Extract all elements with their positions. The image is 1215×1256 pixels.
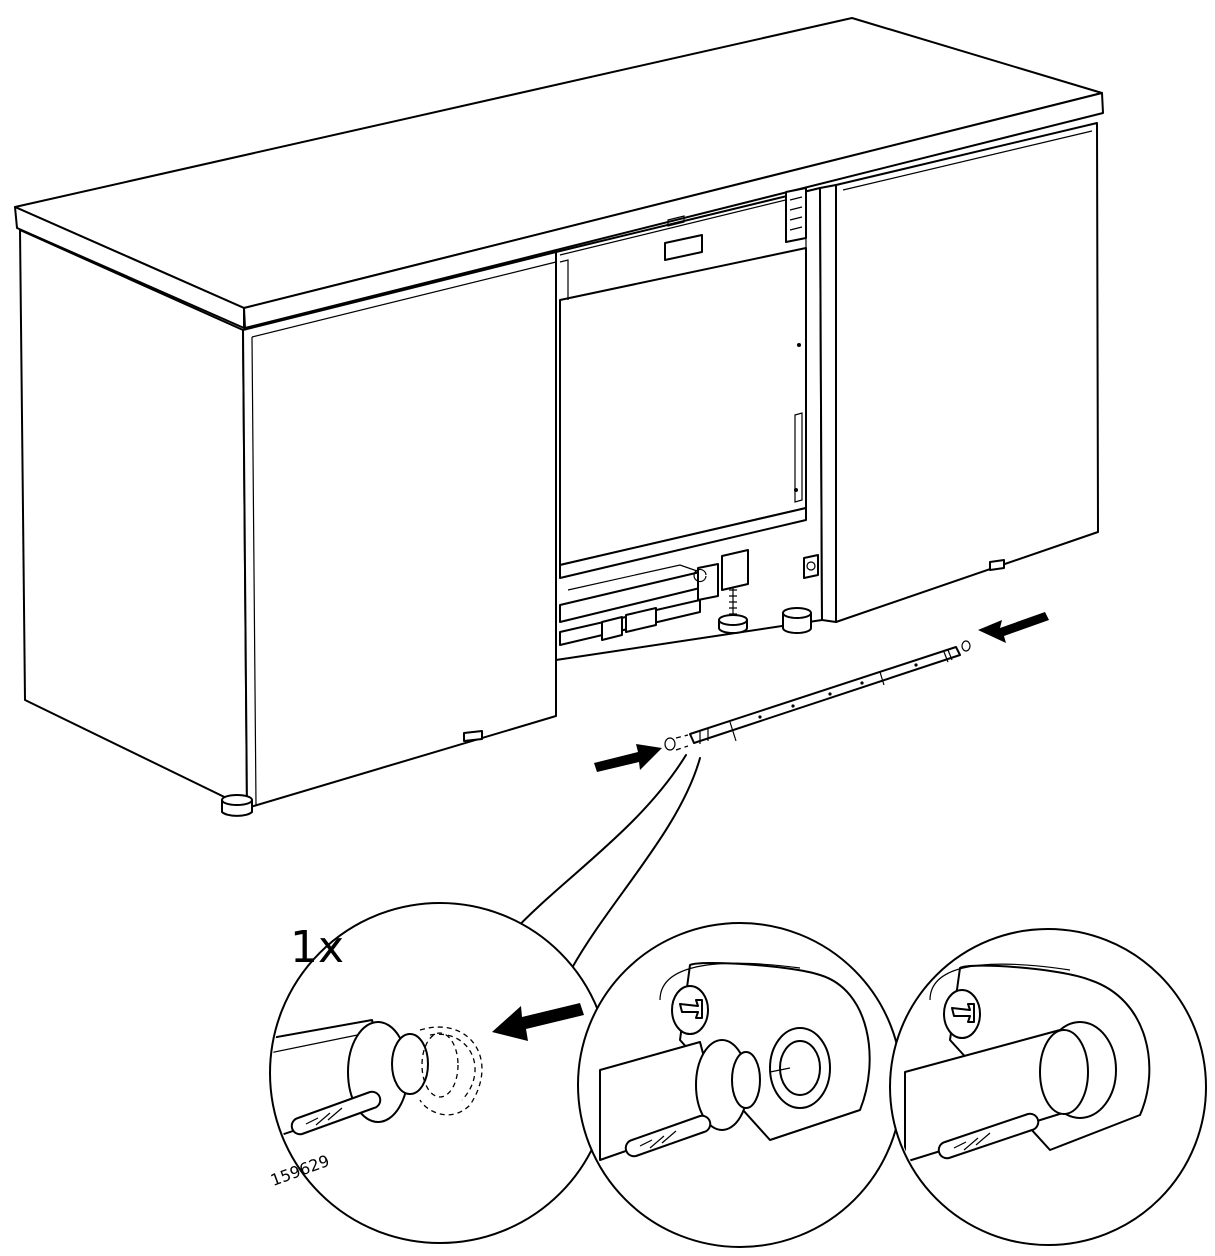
right-foot xyxy=(782,607,812,634)
quantity-label: 1x xyxy=(290,922,345,973)
push-arrow-left-end-icon xyxy=(594,744,662,772)
dishwasher-opening xyxy=(555,187,823,661)
left-foot xyxy=(221,794,253,817)
detail-circle-2 xyxy=(577,922,903,1248)
right-door xyxy=(819,122,1099,623)
detail-circle-1 xyxy=(269,902,611,1244)
cabinet xyxy=(14,17,1104,817)
connecting-rod xyxy=(664,640,971,751)
left-side-panel xyxy=(19,229,248,809)
right-back-foot xyxy=(989,559,1005,571)
back-foot xyxy=(463,730,483,742)
detail-circle-3 xyxy=(889,928,1207,1246)
pull-arrow-icon xyxy=(492,1003,584,1041)
push-arrow-right-end-icon xyxy=(978,612,1049,643)
left-door xyxy=(242,251,557,809)
countertop xyxy=(14,17,1104,329)
detail-callout-leader xyxy=(509,754,701,969)
mounting-bracket xyxy=(803,554,819,579)
